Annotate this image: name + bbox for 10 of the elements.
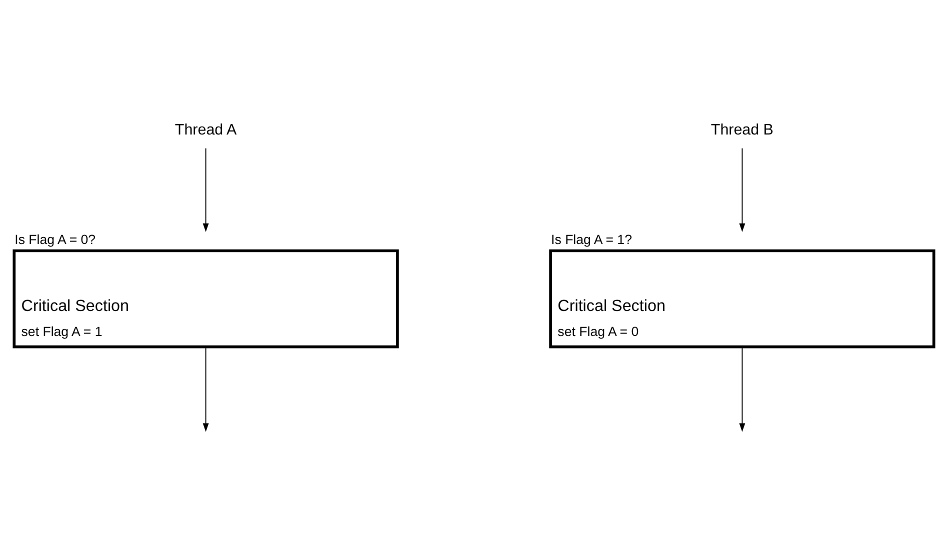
node-text: Thread B [710, 121, 774, 138]
arrow [202, 147, 209, 232]
arrow [739, 347, 746, 432]
node-label: Is Flag A = 1? [551, 231, 632, 246]
arrow [202, 347, 209, 432]
node-text: Thread A [174, 121, 237, 138]
arrow [739, 147, 746, 232]
node-label: Is Flag A = 0? [14, 231, 96, 246]
node-box: Critical Section set Flag A = 1 [12, 248, 399, 348]
node-box: Critical Section set Flag A = 0 [549, 248, 936, 348]
